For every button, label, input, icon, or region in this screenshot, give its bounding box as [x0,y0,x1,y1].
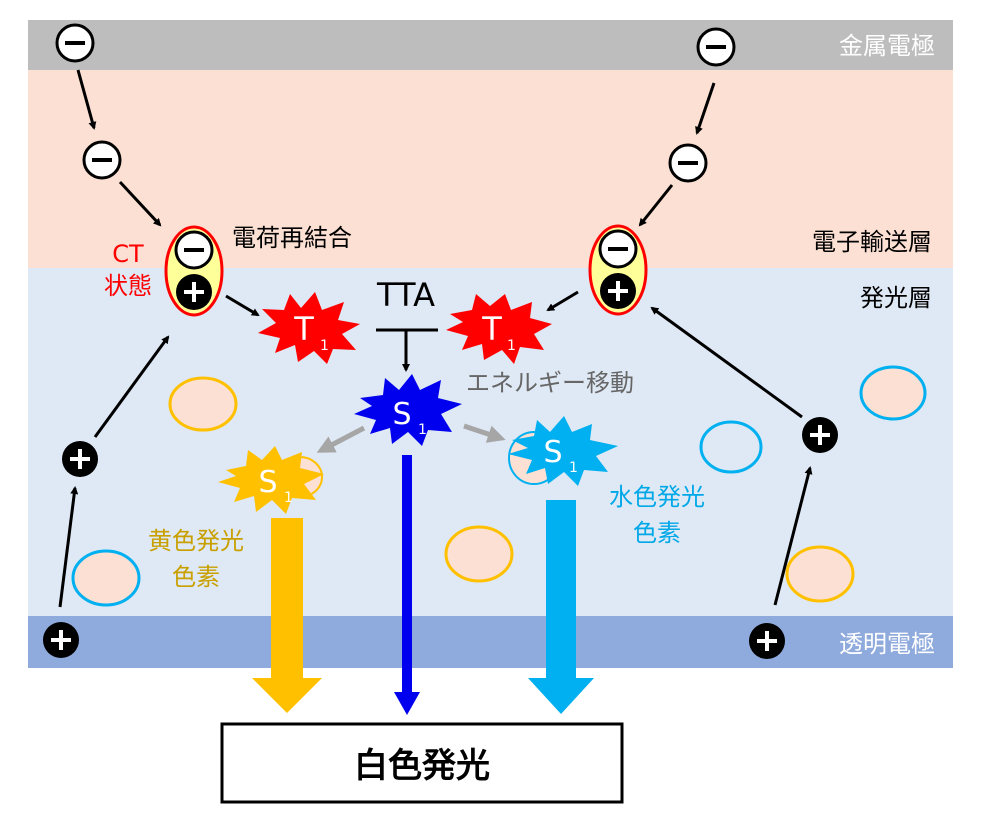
hole-icon [600,273,636,309]
electron-icon [668,143,708,183]
ct-state-label-line1: CT [112,240,144,268]
white-emission-label: 白色発光 [354,746,490,786]
cyan-dye-molecule [71,549,141,607]
metal-electrode-layer [28,20,953,70]
ct-state-label-line2: 状態 [104,272,152,300]
cyan-dye-molecule [859,365,927,421]
recombination-label: 電荷再結合 [232,224,352,252]
hole-icon [43,622,79,658]
hole-icon [62,441,98,477]
yellow-dye-molecule [168,376,238,432]
emission-layer-label: 発光層 [860,284,932,312]
electron-icon [174,230,214,270]
transparent-electrode-label: 透明電極 [839,630,935,658]
energy-transfer-arrow-right [463,423,506,443]
electron-flow-arrow [76,69,97,130]
electron-transport-label: 電子輸送層 [812,228,932,256]
hole-icon [176,274,212,310]
singlet-subscript: 1 [418,422,427,438]
electron-flow-arrow [118,180,162,227]
electron-icon [696,27,736,67]
hole-flow-arrow [58,486,79,608]
singlet-subscript: 1 [569,460,578,476]
ct-state-right [588,224,648,316]
singlet-symbol: S [392,397,411,432]
singlet-subscript: 1 [284,490,293,506]
ct-to-triplet-arrow [546,290,579,312]
triplet-state-left: T 1 [258,292,360,364]
yellow-dye-label-line1: 黄色発光 [148,527,244,555]
singlet-state-cyan: S 1 [508,416,618,486]
yellow-emission-arrow [252,518,322,713]
electron-flow-arrow [638,184,674,227]
tta-label: TTA [376,276,435,314]
hole-icon [749,623,785,659]
singlet-state-center: S 1 [354,374,462,446]
ct-to-triplet-arrow [225,294,260,317]
metal-electrode-label: 金属電極 [839,32,935,60]
electron-icon [598,229,638,269]
triplet-subscript: 1 [320,338,329,354]
blue-emission-arrow [394,455,420,715]
hole-icon [802,417,838,453]
hole-flow-arrow [93,335,170,438]
triplet-symbol: T [293,310,314,348]
yellow-dye-molecule [444,525,514,583]
triplet-state-right: T 1 [446,294,552,364]
ct-state-left [164,225,224,317]
cyan-dye-molecule [699,420,763,474]
yellow-dye-molecule [785,545,855,603]
energy-transfer-arrow-left [316,425,366,453]
triplet-subscript: 1 [507,338,516,354]
singlet-state-yellow: S 1 [218,446,324,514]
yellow-dye-label-line2: 色素 [172,563,220,591]
cyan-dye-label-line2: 色素 [633,519,681,547]
white-emission-box [220,722,624,804]
energy-transfer-label: エネルギー移動 [466,369,634,397]
transparent-electrode-layer [28,616,953,668]
electron-icon [55,23,95,63]
electron-icon [82,140,122,180]
triplet-symbol: T [481,310,502,348]
hole-flow-arrow [650,306,803,419]
cyan-emission-arrow [528,500,594,714]
cyan-dye-label-line1: 水色発光 [609,483,705,511]
electron-flow-arrow [695,82,716,135]
hole-flow-arrow [773,466,813,606]
singlet-symbol: S [543,435,562,470]
singlet-symbol: S [258,465,277,500]
